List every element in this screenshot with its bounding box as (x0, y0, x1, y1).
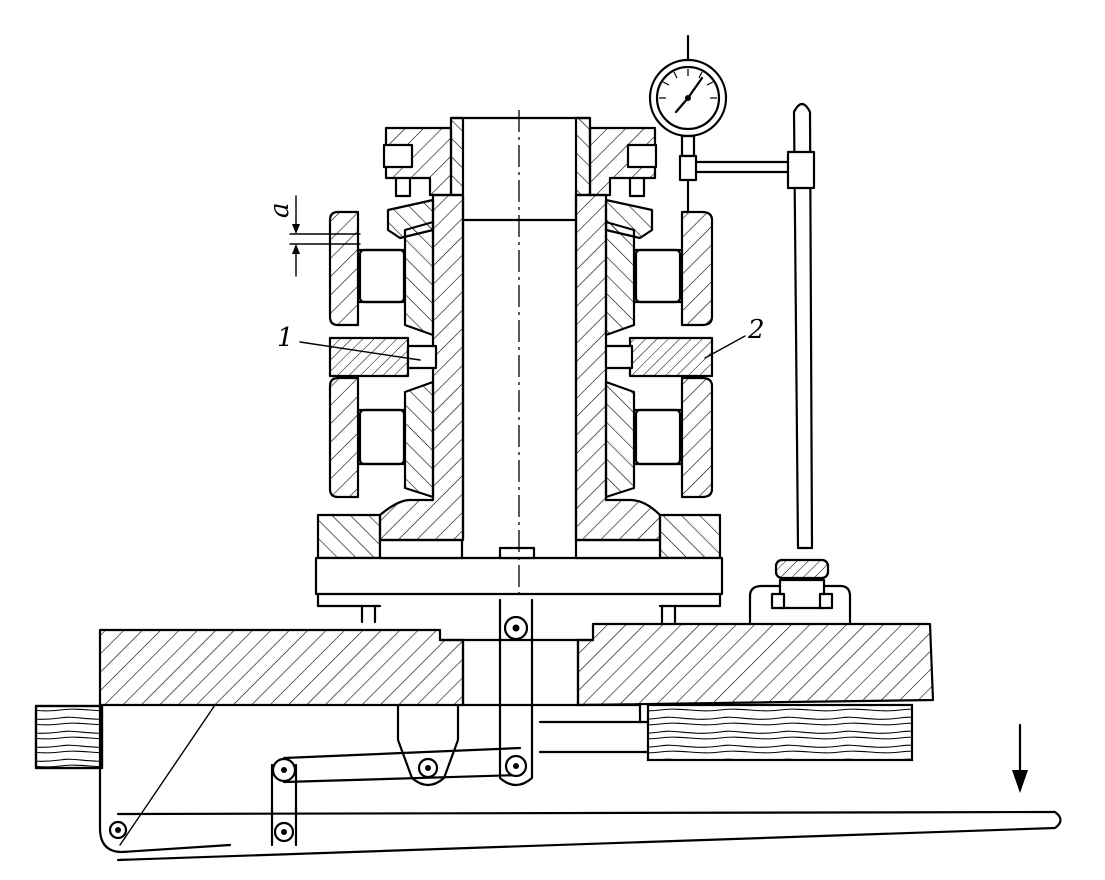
down-arrow-icon (1012, 723, 1028, 793)
indicator-stand (694, 102, 852, 624)
dimension-a-label: a (265, 202, 295, 218)
dimension-a: a (265, 195, 361, 277)
callout-1: 1 (277, 323, 421, 361)
bearing-lower-left (328, 376, 435, 499)
middle-spacer-ring (328, 336, 714, 378)
lever-link (270, 746, 522, 847)
dial-indicator-icon (648, 34, 728, 214)
bearing-upper-right (604, 210, 714, 337)
callout-2-label: 2 (747, 315, 765, 345)
callout-2: 2 (704, 315, 765, 359)
lower-frame (98, 703, 650, 854)
hanger-bracket (396, 704, 460, 787)
top-nut (382, 126, 658, 198)
shaft-sleeve (378, 116, 662, 560)
bearing-upper-left (328, 210, 435, 337)
pull-rod (498, 598, 534, 787)
wood-block-left (34, 704, 104, 770)
bearing-lower-right (604, 376, 714, 499)
callout-1-label: 1 (277, 323, 294, 353)
lever (108, 810, 1062, 862)
wood-block-right (646, 703, 914, 762)
